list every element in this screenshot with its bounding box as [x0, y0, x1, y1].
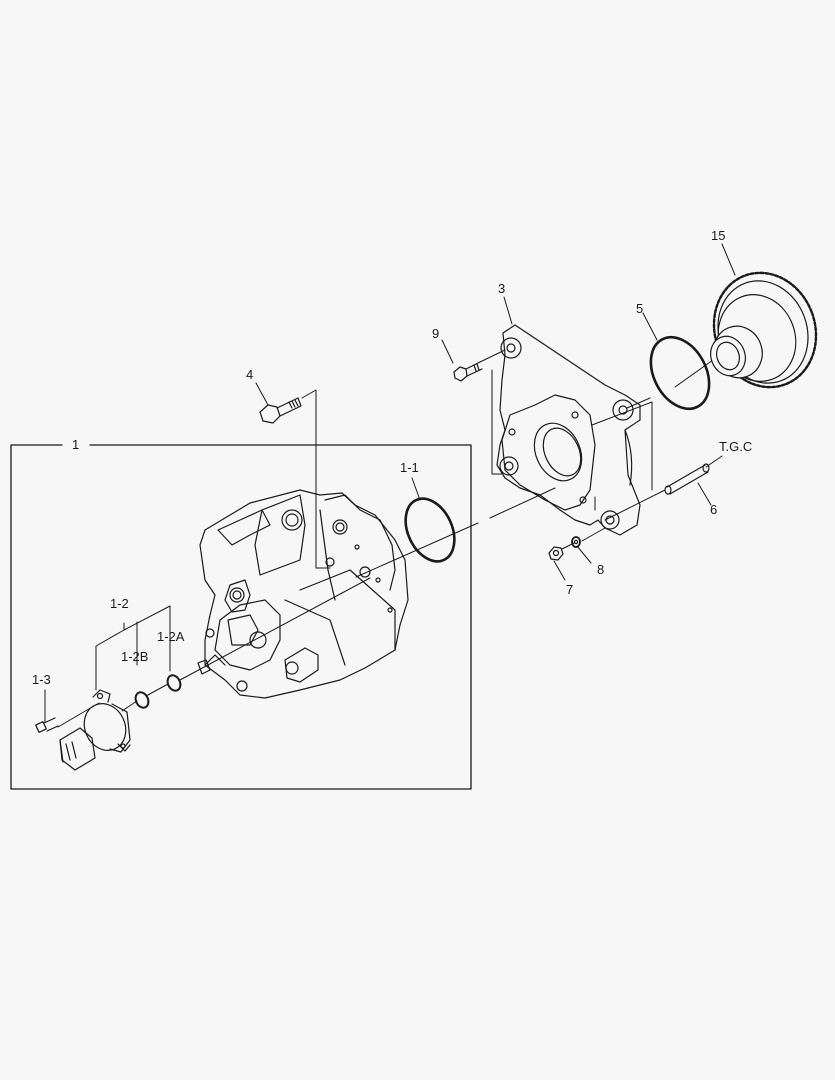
gear-15 [710, 271, 818, 389]
stud-6 [664, 463, 710, 495]
o-ring-1-2B [134, 691, 150, 709]
injection-pump [197, 489, 409, 699]
callout-7: 7 [566, 582, 574, 597]
callout-3: 3 [498, 281, 506, 296]
screw-1-3 [35, 717, 59, 733]
bracket-3 [496, 324, 641, 536]
nut-7 [548, 546, 564, 561]
bolt-4 [259, 397, 302, 424]
o-ring-5 [649, 335, 711, 411]
bolt-9 [453, 361, 483, 382]
group-box [10, 444, 472, 790]
callout-15: 15 [711, 228, 726, 243]
callout-4: 4 [246, 367, 254, 382]
o-ring-1-2A [166, 674, 182, 692]
o-ring-1-1 [404, 497, 456, 563]
callout-5: 5 [636, 301, 644, 316]
note-tgc: T.G.C [719, 439, 753, 454]
callout-1: 1 [70, 437, 82, 452]
callout-6: 6 [710, 502, 718, 517]
callout-1-2: 1-2 [110, 596, 129, 611]
callout-9: 9 [432, 326, 440, 341]
callout-8: 8 [597, 562, 605, 577]
callout-1-1: 1-1 [400, 460, 419, 475]
callout-1-2A: 1-2A [157, 629, 185, 644]
callout-1-2B: 1-2B [121, 649, 149, 664]
metering-valve-1-2 [59, 689, 131, 771]
callout-1-3: 1-3 [32, 672, 51, 687]
washer-8 [571, 536, 581, 548]
